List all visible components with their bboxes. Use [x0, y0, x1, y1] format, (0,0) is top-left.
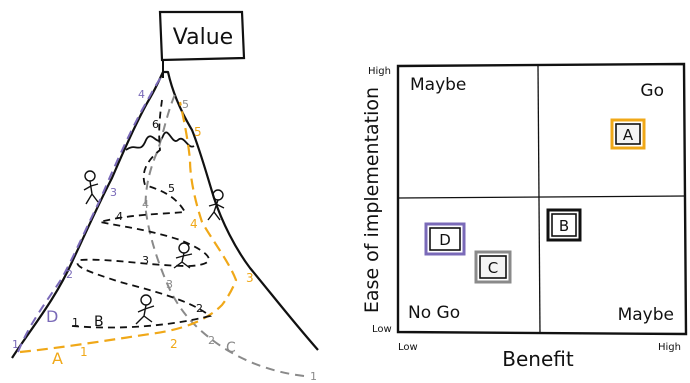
climber-figure — [174, 243, 192, 268]
climber-figure — [136, 295, 154, 324]
route-d-step-1: 1 — [12, 338, 19, 351]
y-high-label: High — [368, 66, 391, 77]
matrix-frame — [398, 64, 686, 334]
route-b-step-6: 6 — [152, 118, 159, 131]
route-c-label: C — [226, 340, 236, 356]
route-b-step-5: 5 — [168, 182, 175, 195]
route-c-step-3: 3 — [166, 278, 173, 291]
x-axis-label: Benefit — [502, 347, 574, 371]
matrix-vertical-divider — [538, 66, 540, 334]
matrix-item-d: D — [426, 224, 464, 254]
route-c-step-2: 2 — [208, 334, 215, 347]
route-c-step-4: 4 — [142, 198, 149, 211]
matrix-item-c-label: C — [488, 259, 498, 277]
route-d-step-3: 3 — [110, 186, 117, 199]
route-a-step-2: 2 — [170, 337, 178, 351]
route-a-step-5: 5 — [194, 125, 202, 139]
route-a-step-3: 3 — [246, 271, 254, 285]
route-c-step-5: 5 — [182, 98, 189, 111]
mountain-illustration: Value 1 2 3 4 5 1 2 3 4 5 6 1 2 3 — [12, 12, 318, 383]
quadrant-bottom-left: No Go — [408, 303, 460, 323]
route-b-steps: 1 2 3 4 5 6 — [72, 118, 203, 329]
route-b-step-1: 1 — [72, 316, 79, 329]
y-low-label: Low — [372, 324, 392, 335]
x-high-label: High — [658, 342, 681, 353]
route-c-step-1: 1 — [310, 370, 317, 383]
route-b-step-3: 3 — [142, 254, 149, 267]
quadrant-top-right: Go — [640, 81, 664, 101]
route-a-step-4: 4 — [190, 217, 198, 231]
route-b-step-2: 2 — [196, 302, 203, 315]
value-flag: Value — [160, 12, 244, 78]
route-a-step-1: 1 — [80, 345, 88, 359]
priority-matrix: Ease of implementation Benefit High Low … — [361, 64, 686, 371]
route-a-label: A — [52, 349, 63, 368]
matrix-horizontal-divider — [398, 196, 686, 198]
matrix-item-a-label: A — [623, 126, 634, 144]
matrix-item-b-label: B — [559, 217, 569, 235]
matrix-item-d-label: D — [439, 231, 451, 249]
matrix-item-b: B — [548, 210, 580, 240]
climber-figure — [84, 171, 98, 204]
quadrant-bottom-right: Maybe — [618, 305, 674, 325]
route-d-label: D — [46, 307, 58, 326]
matrix-item-a: A — [612, 120, 644, 148]
route-d-step-4: 4 — [138, 88, 145, 101]
matrix-item-c: C — [476, 252, 510, 282]
route-d-steps: 1 2 3 4 — [12, 88, 145, 351]
route-b-step-4: 4 — [116, 210, 123, 223]
quadrant-top-left: Maybe — [410, 75, 466, 95]
flag-text: Value — [173, 25, 233, 50]
x-low-label: Low — [398, 342, 418, 353]
route-d-step-2: 2 — [66, 268, 73, 281]
route-a-steps: 1 2 3 4 5 — [80, 125, 254, 359]
y-axis-label: Ease of implementation — [361, 87, 383, 313]
route-b-label: B — [94, 314, 104, 330]
